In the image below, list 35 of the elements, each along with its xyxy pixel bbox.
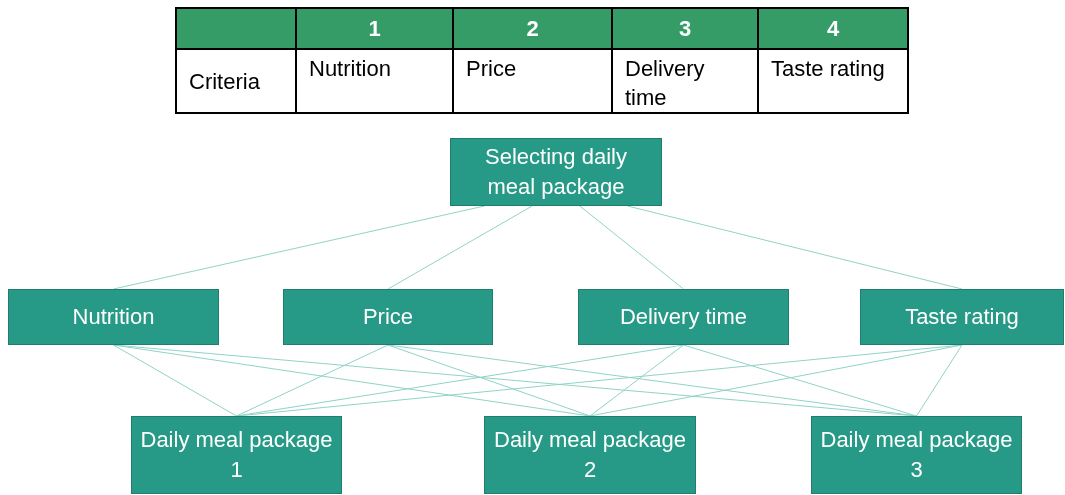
node-label: Price [362,303,414,331]
table-header-cell: 4 [758,8,908,49]
criterion-box [131,416,342,494]
node-label: Selecting daily meal package [484,143,628,201]
connector-line [579,205,684,290]
criterion-box [860,289,1064,345]
node-label: Delivery time [619,303,748,331]
connector-line [916,344,963,417]
table-cell: Nutrition [296,49,453,113]
table-cell: Taste rating [758,49,908,113]
table-header-cell: 3 [612,8,758,49]
connector-line [683,344,917,417]
node-label: Daily meal package 2 [493,426,687,484]
criterion-box [484,416,696,494]
node-label: Daily meal package 1 [140,426,333,484]
node-label: Taste rating [905,303,1019,331]
connector-line [589,344,684,417]
table-header-cell: 2 [453,8,612,49]
connector-line [387,205,533,290]
table-cell: Delivery time [612,49,758,113]
table-header-cell: 1 [296,8,453,49]
criterion-box [578,289,789,345]
node-label: Daily meal package 3 [820,426,1013,484]
connector-line [236,344,389,417]
criterion-box [450,138,662,206]
connector-line [113,205,485,290]
table-cell: Price [453,49,612,113]
criterion-box [283,289,493,345]
criterion-box [811,416,1022,494]
connector-line [113,344,237,417]
node-label: Nutrition [72,303,155,331]
connector-line [387,344,591,417]
connector-line [627,205,963,290]
criterion-box [8,289,219,345]
table-cell: Criteria [176,49,296,113]
